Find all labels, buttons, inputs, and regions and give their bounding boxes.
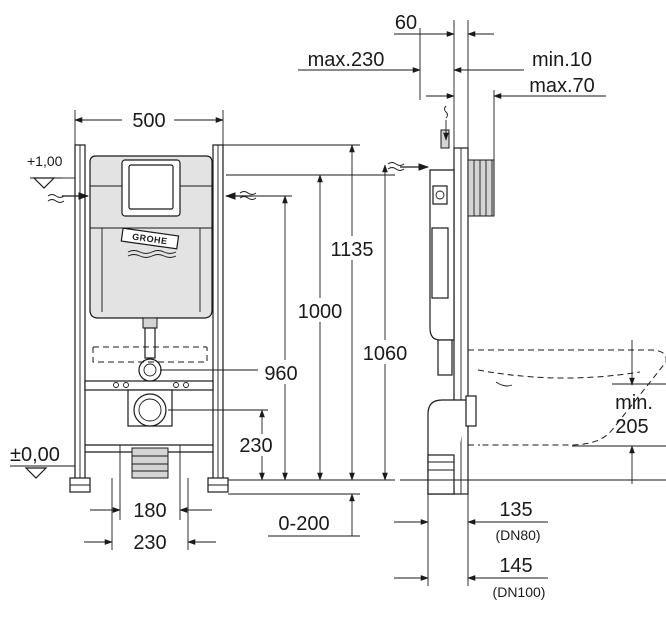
level-top-marker: +1,00 [27, 153, 75, 189]
dim-height-230: 230 [236, 409, 280, 481]
dim-foot-widths: 180 230 [84, 445, 216, 554]
frame-width-value: 500 [132, 110, 165, 132]
depth-max70-value: max.70 [529, 75, 595, 97]
level-top-label: +1,00 [27, 153, 63, 169]
dim-depth-60: 60 [394, 12, 494, 148]
level-floor-label: ±0,00 [10, 444, 60, 466]
side-frame [387, 105, 495, 495]
frame-uprights [69, 144, 229, 493]
foot-width-inner-value: 180 [133, 500, 166, 522]
height-frame-value: 1060 [363, 343, 408, 365]
pipe-dn80-value: 135 [499, 499, 532, 521]
depth-max230-value: max.230 [308, 49, 385, 71]
dim-seat-min205: min. 205 [572, 340, 666, 484]
height-top-value: 1135 [330, 239, 373, 261]
level-floor-marker: ±0,00 [10, 444, 75, 479]
dim-depth-min10-max70: min.10 max.70 [426, 49, 606, 160]
water-inlet-right [224, 191, 257, 200]
pipe-dn100-value: 145 [499, 555, 532, 577]
dim-height-1000: 1000 [290, 174, 350, 481]
dim-floor-adjust: 0-200 [268, 493, 360, 537]
bowl-outline-side [468, 349, 666, 446]
pipe-dn100-label: (DN100) [493, 584, 546, 600]
brand-logo-text: GROHE [132, 232, 169, 247]
dim-height-960: 960 [258, 195, 308, 481]
height-outlet-value: 960 [264, 363, 297, 385]
cistern [89, 155, 213, 319]
flush-pipe [138, 317, 162, 382]
seat-min-value: 205 [615, 416, 648, 438]
seat-min-label: min. [615, 392, 653, 414]
water-inlet-left [47, 192, 90, 203]
drain-outlet [127, 389, 173, 479]
bowl-seat-line [477, 369, 641, 379]
depth-min10-value: min.10 [532, 49, 592, 71]
foot-width-outer-value: 230 [133, 532, 166, 554]
height-inlet-value: 1000 [298, 301, 343, 323]
dim-height-1135: 1135 [324, 144, 380, 481]
pipe-dn80-label: (DN80) [495, 527, 540, 543]
dim-height-1060: 1060 [356, 164, 414, 481]
dim-pipe-dn100: 145 (DN100) [394, 555, 548, 600]
dim-pipe-dn80: 135 (DN80) [394, 494, 548, 586]
depth-60-value: 60 [395, 12, 417, 34]
dim-frame-width: 500 [74, 108, 224, 145]
height-drain-value: 230 [239, 435, 272, 457]
front-view: GROHE [10, 108, 414, 554]
dim-depth-max230: max.230 [298, 49, 478, 73]
floor-adjust-value: 0-200 [278, 513, 329, 535]
grohe-logo: GROHE [120, 227, 180, 258]
side-view: 60 max.230 min.10 max.70 min. 205 [298, 12, 666, 600]
bowl-rim-front [92, 347, 208, 363]
